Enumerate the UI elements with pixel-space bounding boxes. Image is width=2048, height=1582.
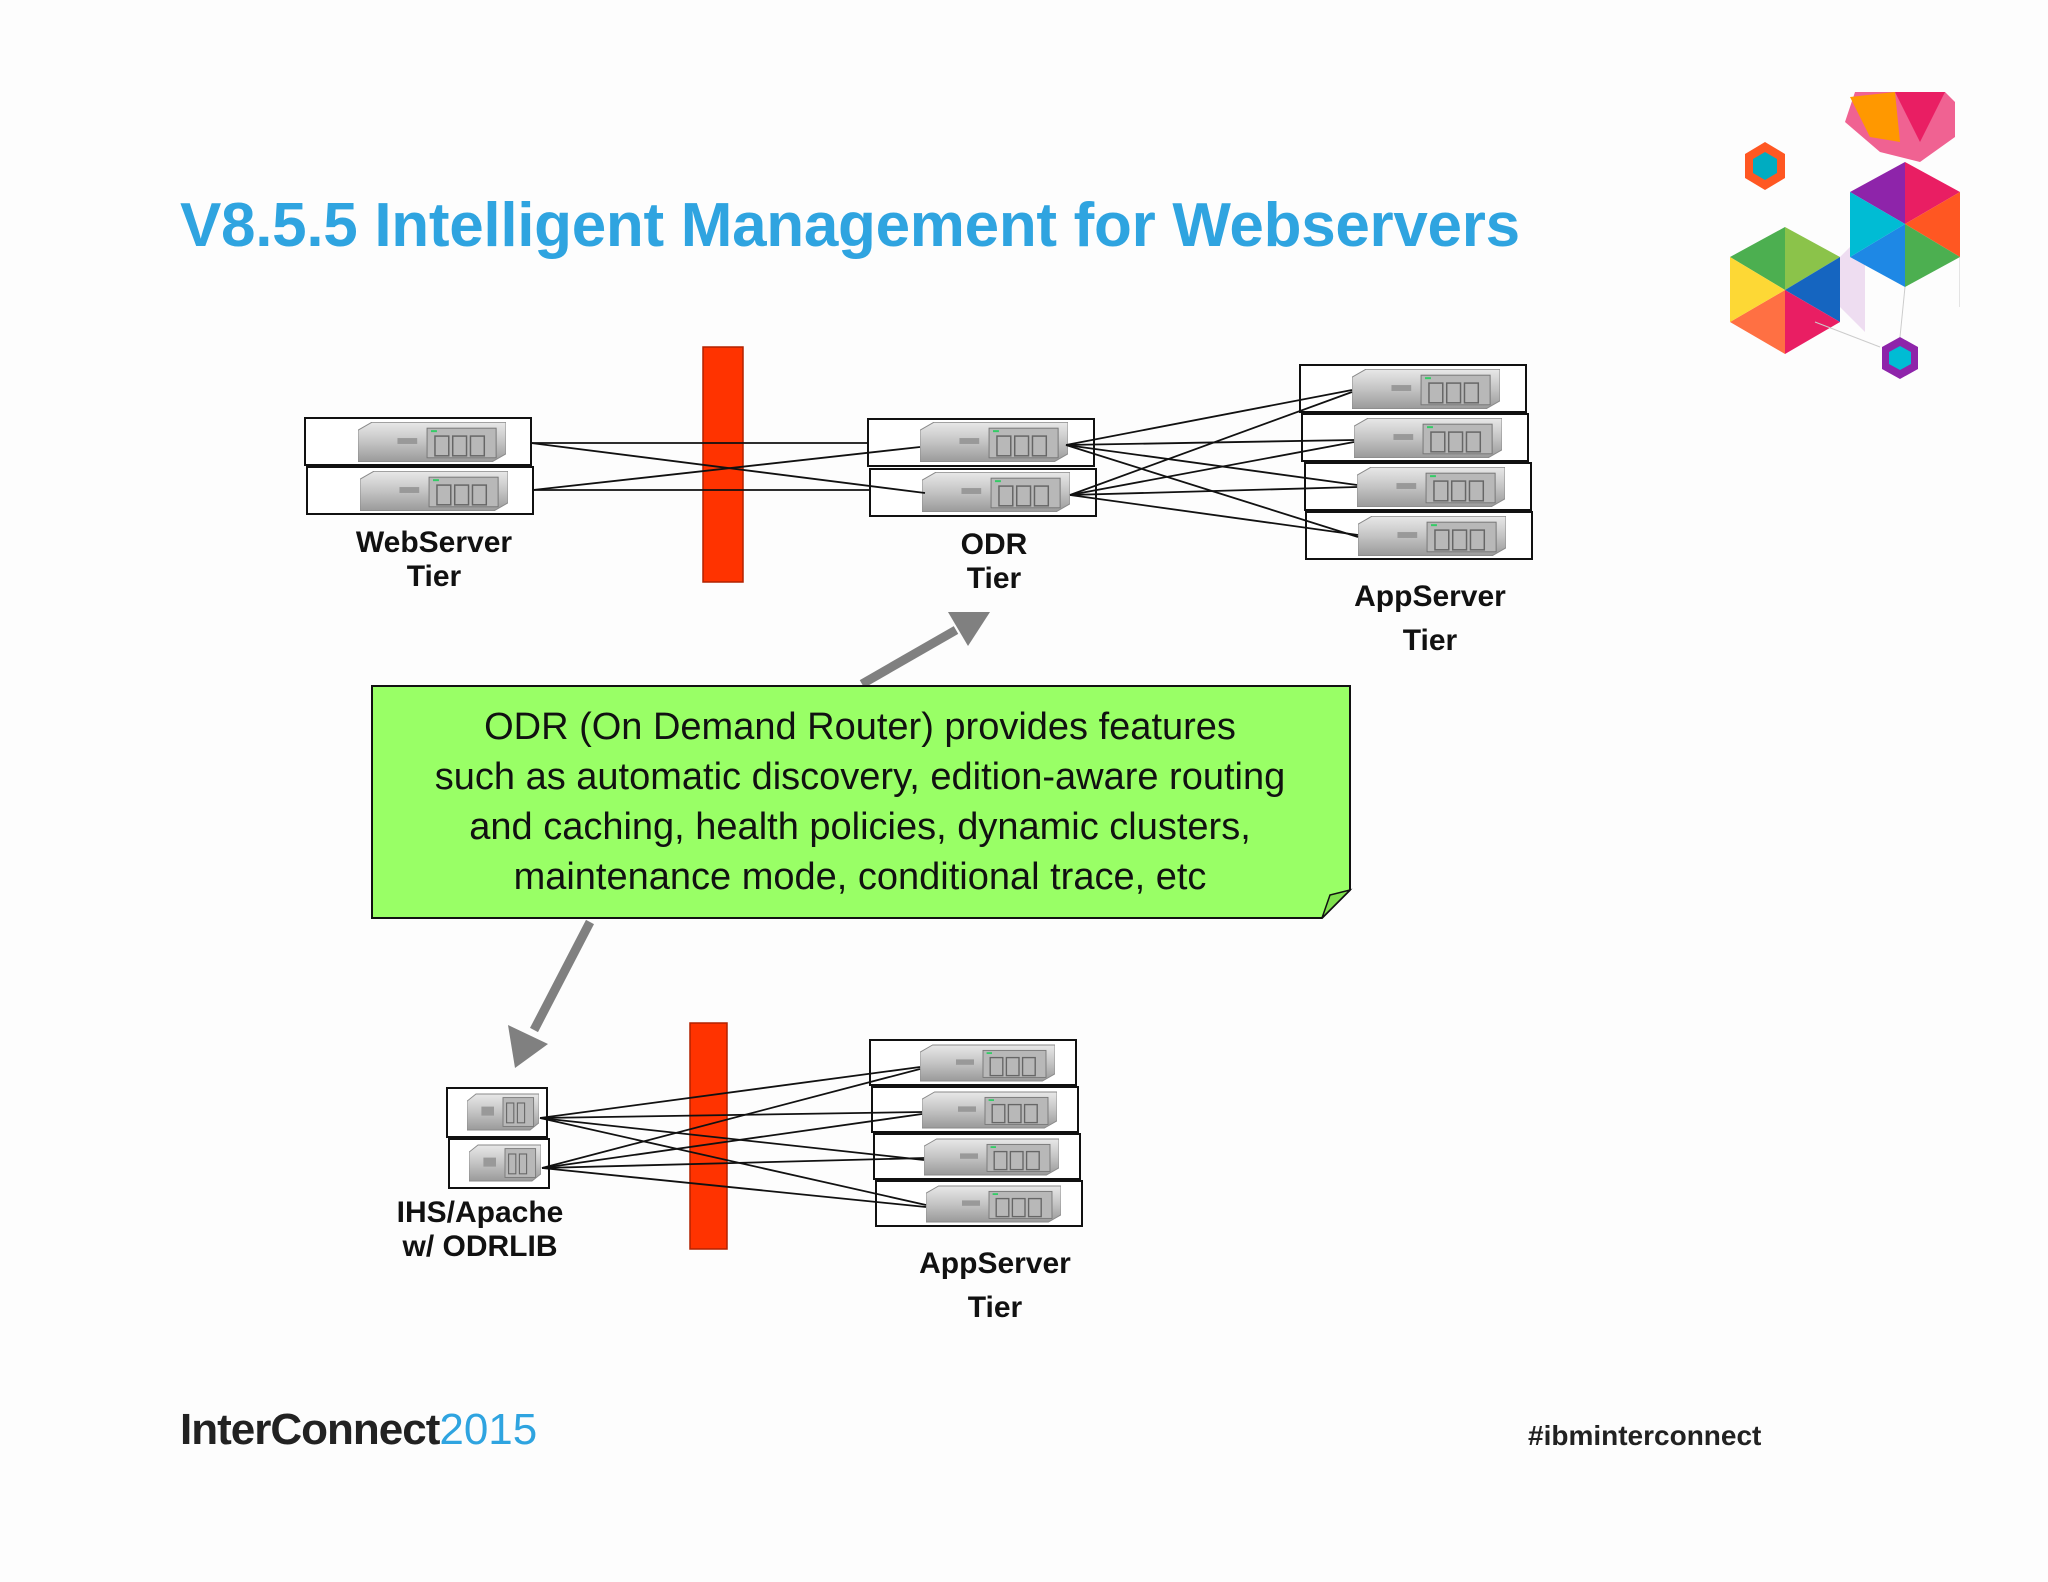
slide-title: V8.5.5 Intelligent Management for Webser…: [180, 191, 1520, 260]
arrow-down-head: [508, 1025, 548, 1068]
label-appserver-tier-top: AppServer Tier: [1354, 580, 1506, 657]
callout-arrows: [508, 612, 990, 1068]
appserver-tier-servers-top: [1299, 364, 1533, 560]
ibm-hexagon-logo: [1730, 92, 1960, 379]
brand-year: 2015: [439, 1405, 538, 1454]
label-webserver-tier: WebServer Tier: [355, 526, 513, 593]
callout-folded-corner: [1321, 888, 1353, 919]
appserver-tier-servers-bottom: [869, 1039, 1083, 1227]
label-appserver-tier-bottom: AppServer Tier: [919, 1247, 1071, 1324]
top-connection-lines: [530, 389, 1359, 538]
firewall-top: [702, 346, 744, 583]
arrow-up-head: [948, 612, 990, 646]
bottom-connection-lines: [539, 1066, 927, 1208]
label-ihs-tier: IHS/Apache w/ ODRLIB: [396, 1196, 564, 1263]
webserver-tier-servers: [304, 417, 534, 515]
interconnect-logo: InterConnect2015: [180, 1405, 537, 1455]
brand-name: InterConnect: [180, 1405, 440, 1454]
callout-text: ODR (On Demand Router) provides features…: [434, 706, 1286, 898]
label-odr-tier: ODR Tier: [960, 528, 1028, 595]
firewall-bottom: [689, 1022, 728, 1250]
ihs-tier-servers: [446, 1087, 550, 1189]
footer-hashtag: #ibminterconnect: [1528, 1420, 1762, 1451]
odr-tier-servers: [867, 418, 1097, 517]
odr-callout: ODR (On Demand Router) provides features…: [372, 685, 1348, 919]
